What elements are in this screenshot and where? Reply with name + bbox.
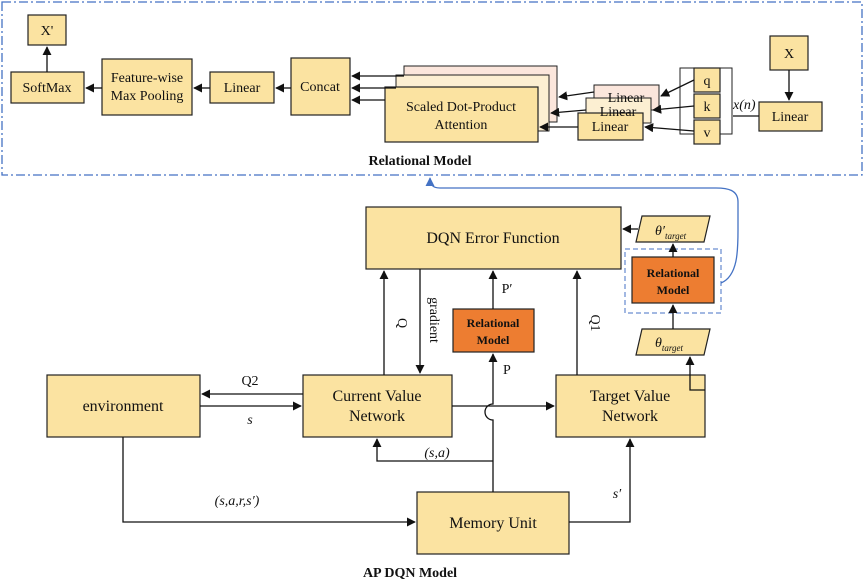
ap-dqn-caption: AP DQN Model — [363, 566, 457, 581]
theta-target-prime-label: θ′target — [655, 224, 687, 241]
arrow-v-to-linear — [644, 123, 695, 133]
current-network-line1: Current Value — [332, 388, 421, 405]
label-p-prime: P′ — [502, 282, 513, 297]
q-box — [693, 67, 721, 93]
label-q: Q — [394, 318, 409, 328]
current-value-network-box — [302, 374, 453, 438]
max-pooling-box — [101, 58, 193, 116]
arrow-q-to-linear — [660, 79, 695, 97]
arrow-memory-to-current-sa — [372, 438, 493, 462]
label-s: s — [247, 413, 253, 428]
relational-model-center-box — [452, 308, 535, 353]
softmax-box — [10, 71, 85, 104]
label-q1: Q1 — [587, 314, 602, 331]
concat-box — [290, 57, 351, 116]
dqn-error-function-box — [365, 206, 622, 270]
label-s-prime: s′ — [613, 487, 622, 502]
target-network-line1: Target Value — [590, 388, 670, 405]
attention-box — [384, 86, 539, 143]
attention-label-line2: Attention — [435, 118, 488, 133]
theta-target-label: θtarget — [655, 336, 684, 353]
k-box — [693, 93, 721, 119]
softmax-label: SoftMax — [23, 81, 72, 96]
memory-unit-box — [416, 491, 570, 555]
theta-target-box — [635, 328, 711, 356]
linear-left-label: Linear — [224, 81, 261, 96]
label-sars: (s,a,r,s′) — [215, 494, 260, 509]
arrow-k-to-linear — [652, 104, 695, 114]
dqn-error-function-label: DQN Error Function — [426, 230, 559, 247]
environment-label: environment — [83, 398, 164, 415]
x-n-label: x(n) — [732, 98, 756, 113]
relational-center-line1: Relational — [467, 316, 520, 330]
pooling-label-line1: Feature-wise — [111, 71, 183, 86]
x-input-box — [769, 35, 809, 71]
theta-target-prime-box — [635, 215, 711, 243]
relational-model-caption: Relational Model — [368, 154, 471, 169]
v-box — [693, 119, 721, 145]
memory-unit-label: Memory Unit — [449, 515, 537, 532]
relational-right-line2: Model — [657, 283, 690, 297]
linear-left-box — [209, 71, 275, 104]
linear-stack-front — [577, 112, 644, 141]
x-prime-label: X' — [41, 24, 54, 39]
label-q2: Q2 — [241, 374, 258, 389]
arrow-linear-mid-to-attn — [550, 107, 587, 117]
linear-stack-back-label: Linear — [608, 91, 645, 106]
q-label: q — [704, 74, 711, 89]
label-gradient: gradient — [426, 297, 441, 343]
relational-model-frame — [1, 1, 863, 176]
arrow-environment-to-memory — [122, 437, 416, 527]
x-input-label: X — [784, 47, 794, 62]
arrow-linear-back-to-attn — [558, 91, 595, 101]
label-p: P — [503, 363, 511, 378]
v-label: v — [704, 126, 711, 141]
linear-right-box — [758, 101, 823, 132]
target-network-line2: Network — [602, 408, 658, 425]
target-value-network-box — [555, 374, 706, 438]
relational-right-line1: Relational — [647, 266, 700, 280]
arrow-memory-to-relational — [484, 353, 498, 461]
relational-center-line2: Model — [477, 333, 510, 347]
x-prime-box — [27, 14, 67, 46]
k-label: k — [704, 100, 711, 115]
link-relational-inset-to-panel — [425, 177, 739, 284]
label-sa: (s,a) — [424, 446, 450, 461]
arrow-memory-to-target — [569, 438, 635, 523]
attention-label-line1: Scaled Dot-Product — [406, 100, 516, 115]
concat-label: Concat — [300, 80, 340, 95]
arrow-target-to-theta — [685, 356, 705, 391]
relational-model-right-box — [631, 256, 715, 304]
linear-stack-middle-label: Linear — [600, 105, 637, 120]
linear-right-label: Linear — [772, 110, 809, 125]
linear-stack-front-label: Linear — [592, 120, 629, 135]
current-network-line2: Network — [349, 408, 405, 425]
pooling-label-line2: Max Pooling — [111, 89, 184, 104]
